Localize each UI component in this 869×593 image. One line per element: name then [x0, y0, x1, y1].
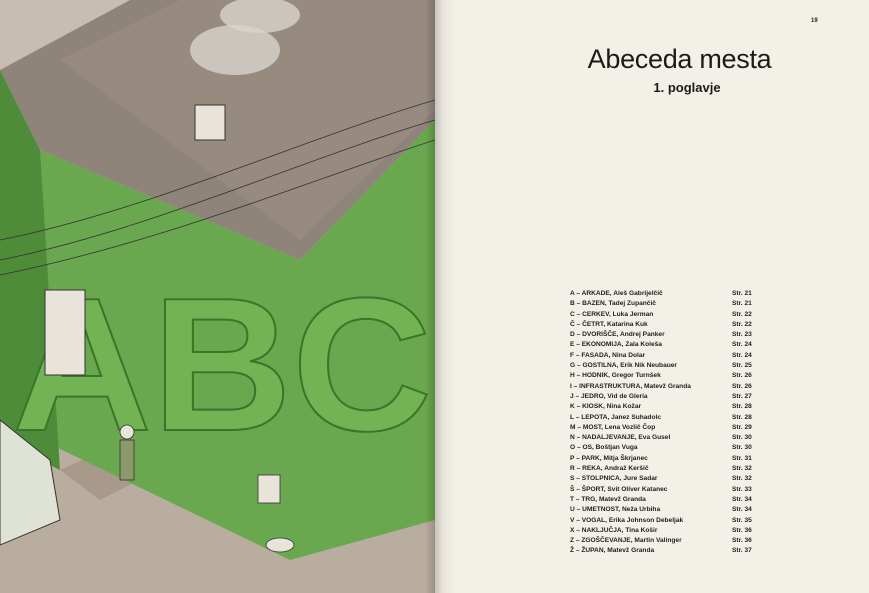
toc-entry-title: Z – ZGOŠČEVANJE, Martin Valinger	[570, 537, 682, 545]
toc-entry: H – HODNIK, Gregor Turnšek Str. 26	[570, 371, 760, 381]
chapter-subtitle: 1. poglavje	[653, 80, 721, 95]
toc-entry-page: Str. 24	[732, 351, 752, 359]
toc-entry-title: D – DVORIŠČE, Andrej Panker	[570, 331, 665, 339]
toc-entry-page: Str. 37	[732, 547, 752, 555]
toc-entry-title: A – ARKADE, Aleš Gabrijelčič	[570, 290, 663, 297]
toc-entry-title: S – STOLPNICA, Jure Sadar	[570, 475, 658, 483]
toc-entry-page: Str. 32	[732, 475, 752, 483]
toc-entry-title: M – MOST, Lena Vozlič Čop	[570, 423, 656, 431]
toc-entry: U – UMETNOST, Neža Urbiha Str. 34	[570, 505, 760, 515]
toc-entry-page: Str. 28	[732, 413, 752, 421]
toc-entry: N – NADALJEVANJE, Eva Gusel Str. 30	[570, 433, 760, 443]
toc-entry: M – MOST, Lena Vozlič Čop Str. 29	[570, 423, 760, 433]
toc-entry: T – TRG, Matevž Granda Str. 34	[570, 495, 760, 505]
toc-entry-page: Str. 30	[732, 444, 752, 452]
toc-entry-title: I – INFRASTRUKTURA, Matevž Granda	[570, 382, 691, 390]
illustration-page: ABC	[0, 0, 435, 593]
toc-entry: L – LEPOTA, Janez Suhadolc Str. 28	[570, 413, 760, 423]
toc-entry-page: Str. 21	[732, 290, 752, 297]
toc-entry: R – REKA, Andraž Keršič Str. 32	[570, 464, 760, 474]
toc-entry: G – GOSTILNA, Erik Nik Neubauer Str. 25	[570, 361, 760, 371]
toc-entry-page: Str. 24	[732, 341, 752, 349]
toc-entry: Š – ŠPORT, Svit Oliver Katanec Str. 33	[570, 485, 760, 495]
toc-entry-page: Str. 21	[732, 300, 752, 308]
toc-entry-title: O – OS, Boštjan Vuga	[570, 444, 638, 452]
toc-entry-title: H – HODNIK, Gregor Turnšek	[570, 372, 661, 380]
toc-entry: Č – ČETRT, Katarina Kuk Str. 22	[570, 320, 760, 330]
toc-entry: Z – ZGOŠČEVANJE, Martin Valinger Str. 36	[570, 536, 760, 546]
toc-entry: S – STOLPNICA, Jure Sadar Str. 32	[570, 474, 760, 484]
toc-entry: E – EKONOMIJA, Zala Koleša Str. 24	[570, 340, 760, 350]
toc-entry: Ž – ŽUPAN, Matevž Granda Str. 37	[570, 546, 760, 556]
toc-entry: D – DVORIŠČE, Andrej Panker Str. 23	[570, 330, 760, 340]
toc-entry: X – NAKLJUČJA, Tina Košir Str. 36	[570, 526, 760, 536]
toc-entry-title: P – PARK, Mitja Škrjanec	[570, 454, 648, 462]
toc-entry-page: Str. 29	[732, 423, 752, 431]
toc-entry-page: Str. 27	[732, 392, 752, 400]
toc-entry-title: B – BAZEN, Tadej Zupančič	[570, 300, 656, 308]
contents-page: 19 Abeceda mesta 1. poglavje A – ARKADE,…	[435, 0, 869, 593]
toc-entry-page: Str. 34	[732, 506, 752, 514]
toc-entry-page: Str. 31	[732, 454, 752, 462]
page-number: 19	[811, 18, 818, 24]
toc-entry-page: Str. 30	[732, 434, 752, 442]
toc-entry: I – INFRASTRUKTURA, Matevž Granda Str. 26	[570, 382, 760, 392]
toc-entry-page: Str. 34	[732, 495, 752, 503]
toc-entry-page: Str. 28	[732, 403, 752, 411]
toc-entry-page: Str. 35	[732, 516, 752, 524]
toc-entry: C – CERKEV, Luka Jerman Str. 22	[570, 310, 760, 320]
toc-entry-title: G – GOSTILNA, Erik Nik Neubauer	[570, 362, 677, 370]
toc-entry: K – KIOSK, Nina Kožar Str. 28	[570, 402, 760, 412]
toc-entry-title: E – EKONOMIJA, Zala Koleša	[570, 341, 662, 349]
toc-entry-page: Str. 26	[732, 382, 752, 390]
toc-entry-title: L – LEPOTA, Janez Suhadolc	[570, 413, 661, 421]
toc-entry-page: Str. 32	[732, 465, 752, 473]
toc-entry-page: Str. 22	[732, 310, 752, 318]
toc-entry-title: Ž – ŽUPAN, Matevž Granda	[570, 547, 655, 555]
toc-entry: P – PARK, Mitja Škrjanec Str. 31	[570, 454, 760, 464]
toc-entry-title: C – CERKEV, Luka Jerman	[570, 310, 654, 318]
toc-entry-title: X – NAKLJUČJA, Tina Košir	[570, 526, 658, 534]
toc-entry-page: Str. 36	[732, 526, 752, 534]
toc-entry: J – JEDRO, Vid de Gleria Str. 27	[570, 392, 760, 402]
toc-entry-title: K – KIOSK, Nina Kožar	[570, 403, 642, 411]
city-alphabet-illustration: ABC	[0, 0, 435, 593]
toc-entry-title: N – NADALJEVANJE, Eva Gusel	[570, 434, 671, 442]
toc-entry-title: J – JEDRO, Vid de Gleria	[570, 392, 648, 400]
toc-entry-title: T – TRG, Matevž Granda	[570, 495, 646, 503]
page-title: Abeceda mesta	[587, 44, 772, 74]
toc-entry-title: Š – ŠPORT, Svit Oliver Katanec	[570, 485, 668, 493]
toc-entry-title: V – VOGAL, Erika Johnson Debeljak	[570, 516, 684, 524]
toc-entry: O – OS, Boštjan Vuga Str. 30	[570, 443, 760, 453]
toc-entry: V – VOGAL, Erika Johnson Debeljak Str. 35	[570, 516, 760, 526]
toc-entry-title: Č – ČETRT, Katarina Kuk	[570, 320, 648, 328]
toc-entry-page: Str. 26	[732, 372, 752, 380]
toc-entry-title: R – REKA, Andraž Keršič	[570, 465, 649, 473]
toc-entry-title: U – UMETNOST, Neža Urbiha	[570, 506, 661, 514]
toc-entry-page: Str. 36	[732, 537, 752, 545]
toc-entry-page: Str. 23	[732, 331, 752, 339]
toc-entry-page: Str. 25	[732, 362, 752, 370]
toc-entry-page: Str. 22	[732, 320, 752, 328]
toc-entry: B – BAZEN, Tadej Zupančič Str. 21	[570, 299, 760, 309]
toc-entry: A – ARKADE, Aleš Gabrijelčič Str. 21	[570, 289, 760, 299]
toc-entry: F – FASADA, Nina Dolar Str. 24	[570, 351, 760, 361]
toc-entry-title: F – FASADA, Nina Dolar	[570, 351, 646, 359]
toc-entry-page: Str. 33	[732, 485, 752, 493]
